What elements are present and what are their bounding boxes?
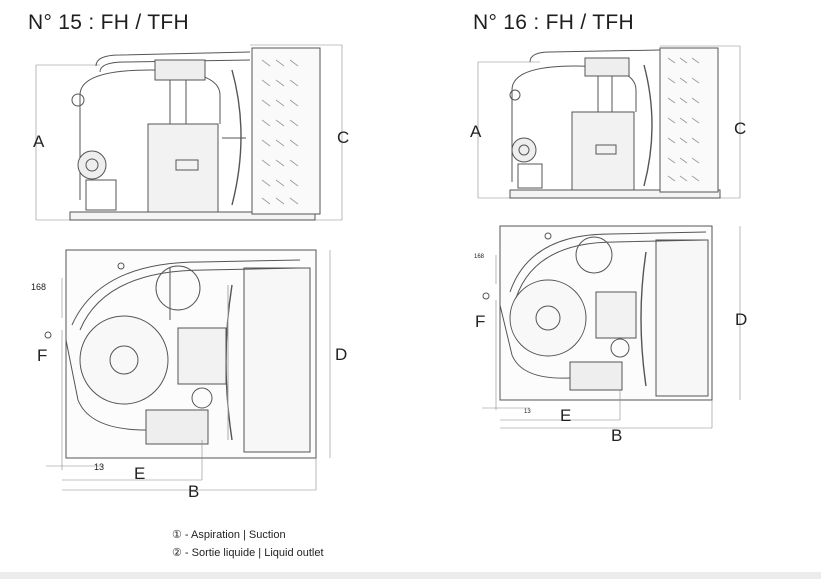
unit16-top-view (482, 225, 741, 429)
dim-13-unit15: 13 (94, 462, 104, 472)
dim-168-unit15: 168 (31, 282, 46, 292)
label-A-unit16: A (470, 122, 482, 141)
label-E-unit15: E (134, 464, 145, 483)
dim-13-unit16: 13 (524, 409, 531, 415)
unit15-top-view (44, 249, 331, 491)
title-unit-16: N° 16 : FH / TFH (473, 11, 634, 34)
label-D-unit15: D (335, 345, 347, 364)
legend-item-suction: ① - Aspiration | Suction (172, 529, 286, 541)
label-A-unit15: A (33, 132, 45, 151)
label-D-unit16: D (735, 310, 747, 329)
label-C-unit15: C (337, 128, 349, 147)
dim-168-unit16: 168 (474, 254, 485, 260)
unit15-side-view (35, 44, 343, 221)
label-B-unit15: B (188, 482, 199, 501)
bottom-divider (0, 572, 821, 579)
label-E-unit16: E (560, 406, 571, 425)
label-F-unit16: F (475, 312, 485, 331)
legend-item-liquid-outlet: ② - Sortie liquide | Liquid outlet (172, 547, 324, 559)
label-C-unit16: C (734, 119, 746, 138)
label-B-unit16: B (611, 426, 622, 445)
unit16-side-view (477, 45, 741, 199)
label-F-unit15: F (37, 346, 47, 365)
title-unit-15: N° 15 : FH / TFH (28, 11, 189, 34)
